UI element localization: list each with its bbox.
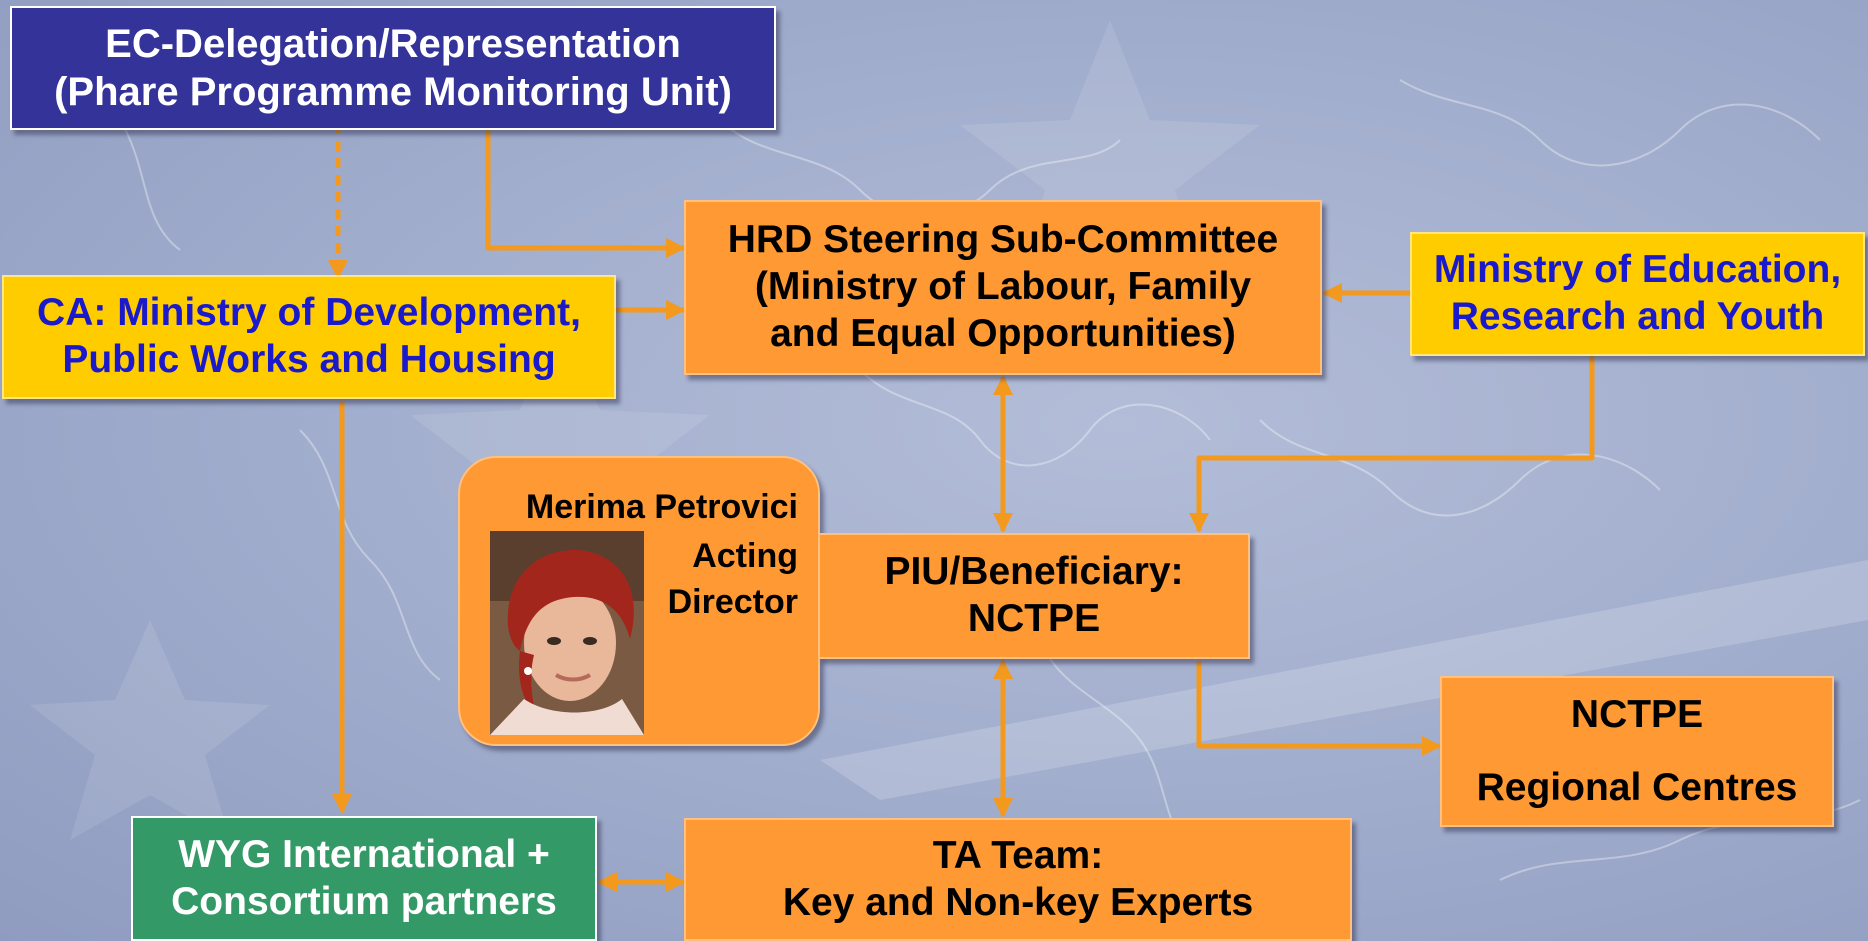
- ministry-education-box: Ministry of Education, Research and Yout…: [1410, 232, 1865, 356]
- director-role: Acting Director: [668, 534, 798, 626]
- wyg-consortium-line-2: Consortium partners: [171, 879, 557, 923]
- ministry-education-line-2: Research and Youth: [1450, 295, 1825, 338]
- piu-beneficiary-line-1: PIU/Beneficiary:: [884, 550, 1184, 594]
- ec-delegation-line-1: EC-Delegation/Representation: [105, 22, 681, 66]
- coastline-shape: [119, 119, 181, 251]
- ec-delegation-line-2: (Phare Programme Monitoring Unit): [54, 70, 732, 114]
- wyg-consortium-line-1: WYG International +: [178, 832, 550, 876]
- connector-ec-delegation-to-hrd-committee: [485, 130, 686, 258]
- nctpe-regional-box: NCTPE Regional Centres: [1440, 676, 1834, 827]
- nctpe-regional-line-1: NCTPE: [1570, 692, 1704, 736]
- hrd-committee-line-2: (Ministry of Labour, Family: [754, 265, 1252, 309]
- light-streak-shape: [820, 560, 1868, 800]
- ca-ministry-box: CA: Ministry of Development, Public Work…: [2, 275, 616, 399]
- director-role-line-2: Director: [667, 582, 798, 621]
- coastline-shape: [299, 429, 441, 681]
- piu-beneficiary-line-2: NCTPE: [967, 597, 1101, 640]
- portrait-photo: [490, 531, 644, 735]
- ta-team-line-2: Key and Non-key Experts: [782, 880, 1254, 924]
- hrd-committee-line-3: and Equal Opportunities): [770, 311, 1236, 355]
- connector-piu-beneficiary-to-nctpe-regional: [1196, 661, 1442, 756]
- piu-beneficiary-box: PIU/Beneficiary: NCTPE: [818, 533, 1250, 659]
- coastline-shape: [859, 369, 1211, 467]
- wyg-consortium-box: WYG International + Consortium partners: [131, 816, 597, 941]
- director-card: Merima Petrovici Acting Director: [458, 456, 820, 746]
- ca-ministry-line-1: CA: Ministry of Development,: [37, 291, 581, 335]
- ec-delegation-box: EC-Delegation/Representation (Phare Prog…: [10, 6, 776, 130]
- connector-ministry-education-to-piu-beneficiary: [1189, 356, 1595, 533]
- ca-ministry-line-2: Public Works and Housing: [62, 338, 556, 381]
- ministry-education-line-1: Ministry of Education,: [1433, 248, 1842, 292]
- hrd-steering-committee-box: HRD Steering Sub-Committee (Ministry of …: [684, 200, 1322, 375]
- nctpe-regional-line-2: Regional Centres: [1476, 765, 1798, 809]
- coastline-shape: [1399, 79, 1821, 167]
- hrd-committee-line-1: HRD Steering Sub-Committee: [727, 218, 1279, 262]
- eu-star-shape: [30, 620, 270, 840]
- ta-team-line-1: TA Team:: [932, 833, 1104, 877]
- ta-team-box: TA Team: Key and Non-key Experts: [684, 818, 1352, 941]
- director-role-line-1: Acting: [692, 537, 798, 575]
- director-name: Merima Petrovici: [525, 488, 798, 526]
